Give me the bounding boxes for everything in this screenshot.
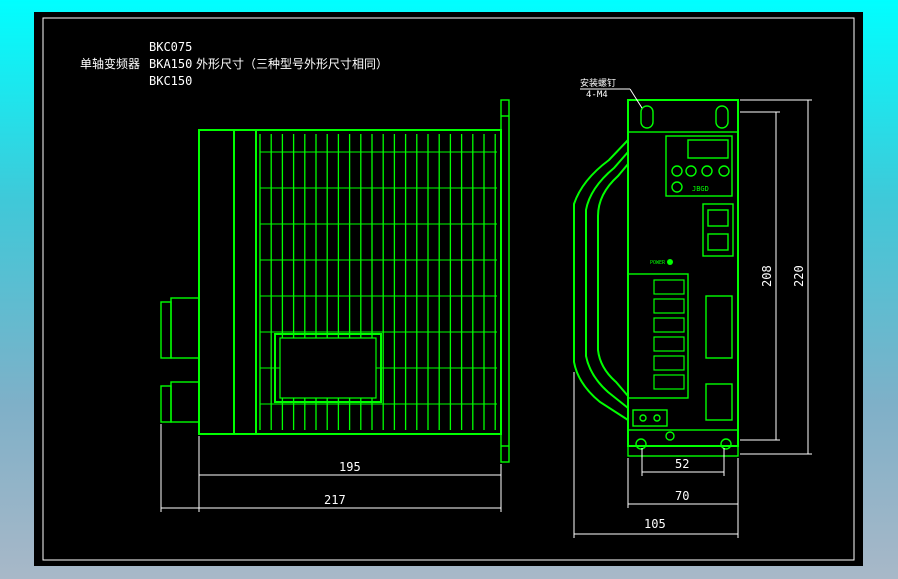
front-body <box>627 99 739 447</box>
side-dimensions: 195 217 <box>160 424 502 512</box>
title-suffix: 外形尺寸（三种型号外形尺寸相同） <box>196 57 388 71</box>
rj45-port-2 <box>707 233 729 251</box>
display-window <box>687 139 729 159</box>
side-connector-upper <box>160 301 172 359</box>
front-top-mount <box>627 99 739 133</box>
drawing-frame: BKC075 单轴变频器 BKA150 外形尺寸（三种型号外形尺寸相同） BKC… <box>34 12 863 566</box>
front-dimensions: 208 220 52 70 105 <box>573 99 812 538</box>
comm-ports <box>702 203 734 257</box>
mount-hole-bl <box>635 438 647 450</box>
rj45-port-1 <box>707 209 729 227</box>
terminal-screws <box>653 279 685 390</box>
io-connector-lower <box>705 383 733 421</box>
side-connector-lower-body <box>170 381 200 423</box>
terminal-slot <box>653 355 685 371</box>
dim-side-inner: 195 <box>339 460 361 474</box>
terminal-slot <box>653 336 685 352</box>
mount-hole-br <box>720 438 732 450</box>
side-view <box>160 99 510 463</box>
ground-symbol-icon <box>665 431 675 441</box>
drawing-border <box>42 17 855 561</box>
brand-label: JBGD <box>692 185 709 193</box>
io-connector-upper <box>705 295 733 359</box>
front-handle-outer <box>573 139 629 421</box>
cad-drawing: BKC075 单轴变频器 BKA150 外形尺寸（三种型号外形尺寸相同） BKC… <box>42 17 855 561</box>
mount-hole-spec: 4-M4 <box>586 90 608 100</box>
keypad-panel <box>665 135 733 197</box>
power-label: POWER <box>650 260 666 266</box>
mount-hole-tl <box>640 105 654 129</box>
terminal-slot <box>653 279 685 295</box>
side-label-plate <box>274 333 382 403</box>
title-prefix: 单轴变频器 <box>80 56 140 71</box>
dim-front-inner-width: 52 <box>675 457 689 471</box>
terminal-slot <box>653 317 685 333</box>
terminal-slot <box>653 374 685 390</box>
side-mount-plate <box>500 99 510 463</box>
side-connector-upper-body <box>170 297 200 359</box>
dim-front-inner-height: 208 <box>760 265 774 287</box>
dim-front-overall-width: 105 <box>644 517 666 531</box>
title-line1: BKC075 <box>149 40 192 54</box>
dim-front-overall-height: 220 <box>792 265 806 287</box>
dim-side-overall: 217 <box>324 493 346 507</box>
title-line2: BKA150 <box>149 57 192 71</box>
power-led <box>667 259 673 265</box>
title-line3: BKC150 <box>149 74 192 88</box>
front-view: JBGD POWER <box>573 99 739 457</box>
dim-front-body-width: 70 <box>675 489 689 503</box>
terminal-slot <box>653 298 685 314</box>
side-connector-lower <box>160 385 172 423</box>
ground-terminal <box>632 409 668 427</box>
front-bottom-mount <box>627 429 739 457</box>
mount-hole-label: 安装螺钉 <box>580 77 616 89</box>
mount-hole-tr <box>715 105 729 129</box>
power-terminal-block <box>627 273 689 399</box>
mount-screw-callout: 安装螺钉 4-M4 <box>580 77 643 109</box>
